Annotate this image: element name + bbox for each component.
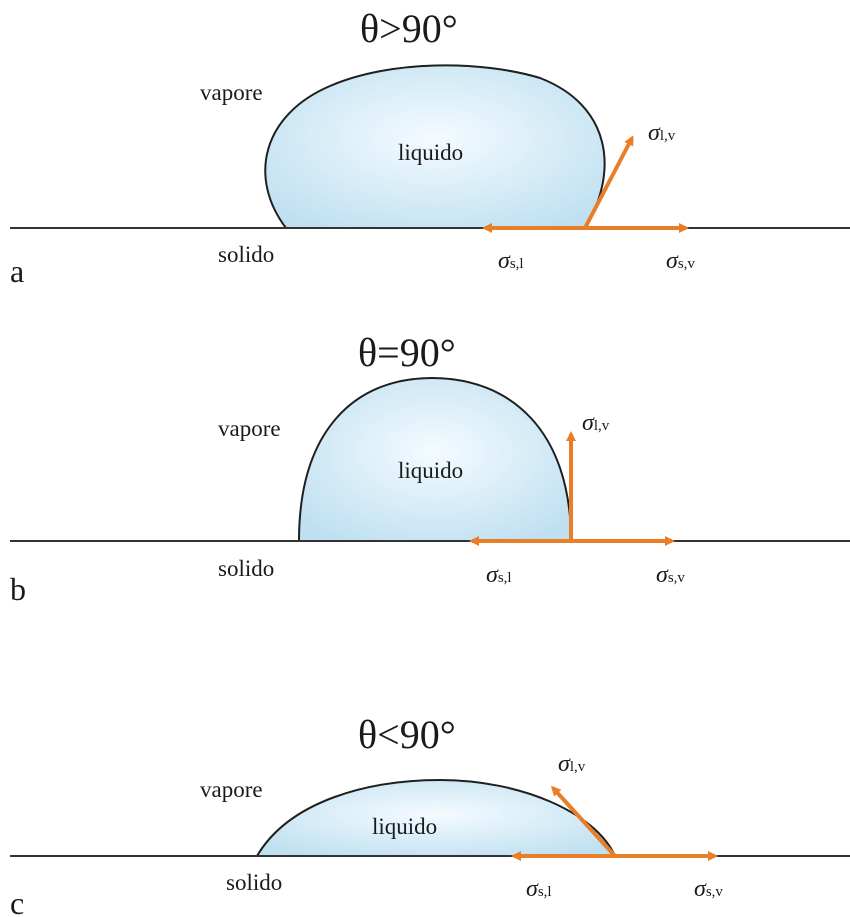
vapor-label-a: vapore (200, 80, 263, 105)
droplet-b (297, 376, 573, 542)
sigma-sl-label-a: σs,l (498, 248, 524, 274)
liquid-label-b: liquido (398, 458, 463, 483)
sigma-lv-label-c: σl,v (558, 751, 586, 777)
vapor-label-c: vapore (200, 777, 263, 802)
contact-angle-label-a: θ>90° (360, 6, 458, 51)
panel-letter-a: a (10, 253, 24, 289)
panel-letter-b: b (10, 571, 26, 607)
sigma-lv-arrow-a (583, 135, 634, 229)
sigma-sl-label-b: σs,l (486, 562, 512, 588)
panel-letter-c: c (10, 885, 24, 917)
sigma-lv-arrow-c (550, 785, 617, 858)
panel-b: θ=90° vapore liquido solido b σl,v σs,l … (10, 330, 850, 607)
sigma-lv-label-a: σl,v (648, 120, 676, 146)
solid-label-b: solido (218, 556, 274, 581)
solid-label-a: solido (218, 242, 274, 267)
solid-label-c: solido (226, 870, 282, 895)
sigma-sv-label-a: σs,v (666, 248, 695, 274)
sigma-sl-label-c: σs,l (526, 876, 552, 902)
liquid-label-a: liquido (398, 140, 463, 165)
panel-a: θ>90° vapore liquido solido a σl,v σs,l … (10, 6, 850, 289)
sigma-lv-label-b: σl,v (582, 410, 610, 436)
vapor-label-b: vapore (218, 416, 281, 441)
droplet-c (255, 778, 617, 857)
contact-angle-label-b: θ=90° (358, 330, 456, 375)
panel-c: θ<90° vapore liquido solido c σl,v σs,l … (10, 712, 850, 917)
sigma-sv-label-b: σs,v (656, 562, 685, 588)
liquid-label-c: liquido (372, 814, 437, 839)
sigma-sv-label-c: σs,v (694, 876, 723, 902)
droplet-a (264, 64, 606, 229)
contact-angle-label-c: θ<90° (358, 712, 456, 757)
